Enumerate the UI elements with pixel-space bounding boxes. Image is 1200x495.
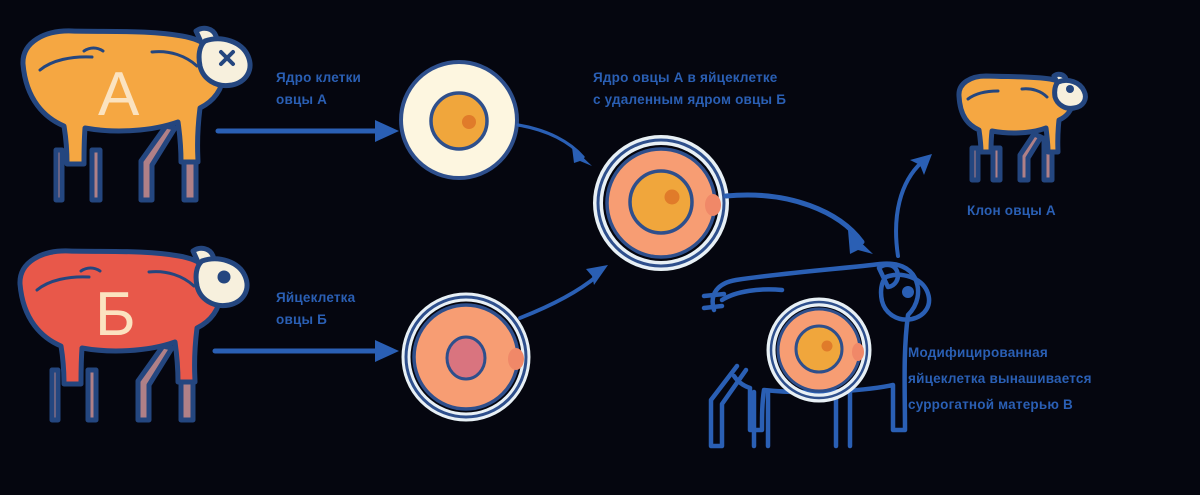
label-nucleus-of-a-line2: овцы А xyxy=(276,92,327,107)
sheep-b-legs xyxy=(49,343,196,423)
clone-eye xyxy=(1066,85,1074,93)
clone-legs xyxy=(969,131,1055,183)
sheep-b-egg-donor: Б xyxy=(17,245,250,423)
label-egg-of-b-line1: Яйцеклетка xyxy=(276,290,356,305)
label-clone: Клон овцы А xyxy=(967,203,1056,218)
surrogate-mother-sheep xyxy=(701,261,932,449)
nucleus-cell-of-sheep-a xyxy=(399,60,519,180)
arrow-egg-to-fused xyxy=(518,265,608,320)
label-fused-cell: Ядро овцы А в яйцеклетке с удаленным ядр… xyxy=(593,70,786,107)
polar-body xyxy=(508,348,524,370)
sheep-b-letter: Б xyxy=(95,280,136,349)
label-fused-cell-line1: Ядро овцы А в яйцеклетке xyxy=(593,70,778,85)
label-nucleus-of-a-line1: Ядро клетки xyxy=(276,70,361,85)
label-surrogate: Модифицированная яйцеклетка вынашивается… xyxy=(908,345,1092,412)
fused-modified-egg-cell xyxy=(593,135,729,271)
arrow-surrogate-to-clone xyxy=(894,154,932,258)
cloned-sheep xyxy=(956,71,1088,183)
label-nucleus-of-a: Ядро клетки овцы А xyxy=(276,70,361,107)
embryo-cell-in-surrogate xyxy=(766,297,872,403)
label-surrogate-line2: яйцеклетка вынашивается xyxy=(908,371,1092,386)
sheep-b-eye xyxy=(217,270,231,284)
arrow-b-to-egg xyxy=(212,340,399,362)
sheep-a-x-eye xyxy=(219,50,235,66)
label-surrogate-line3: суррогатной матерью В xyxy=(908,397,1073,412)
polar-body xyxy=(705,194,721,216)
label-surrogate-line1: Модифицированная xyxy=(908,345,1048,360)
label-clone-line1: Клон овцы А xyxy=(967,203,1056,218)
label-egg-of-b: Яйцеклетка овцы Б xyxy=(276,290,356,327)
arrow-a-to-nucleus xyxy=(215,120,399,142)
sheep-a-donor: А xyxy=(20,25,253,203)
label-egg-of-b-line2: овцы Б xyxy=(276,312,327,327)
label-fused-cell-line2: с удаленным ядром овцы Б xyxy=(593,92,786,107)
sheep-a-letter: А xyxy=(98,60,140,129)
surrogate-eye xyxy=(902,286,914,298)
egg-cell-of-sheep-b xyxy=(401,292,531,422)
arrow-fused-to-surrogate xyxy=(723,192,873,254)
arrow-nucleus-to-fused xyxy=(516,123,592,166)
